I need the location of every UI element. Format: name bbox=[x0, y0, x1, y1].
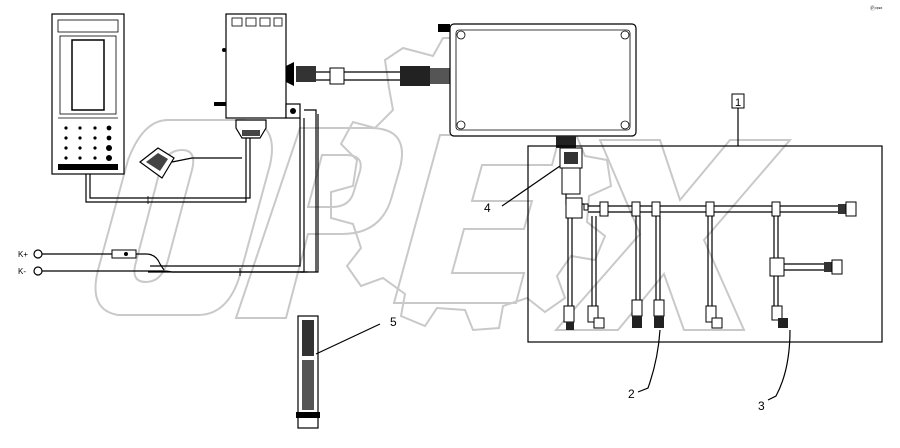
callout-4: 4 bbox=[484, 201, 491, 215]
opex-watermark bbox=[94, 37, 793, 332]
power-leads: K+ K- bbox=[18, 249, 308, 276]
callout-2: 2 bbox=[628, 387, 635, 401]
callout-1: 1 bbox=[735, 97, 741, 109]
serial-plug bbox=[139, 147, 242, 179]
k-plus-terminal bbox=[33, 249, 43, 259]
ecu-box bbox=[438, 23, 637, 148]
ecu-cable bbox=[296, 66, 450, 86]
keypad bbox=[64, 125, 112, 161]
sensor-harness-group bbox=[501, 93, 883, 401]
callout-3: 3 bbox=[758, 399, 765, 413]
callout-5: 5 bbox=[390, 315, 397, 329]
corner-mark: Ⓟᵒᵖᵉˣ bbox=[870, 5, 883, 12]
item-5-sleeve bbox=[296, 315, 381, 429]
k-plus-label: K+ bbox=[18, 250, 28, 259]
control-terminal bbox=[51, 13, 125, 175]
junction-box bbox=[214, 13, 301, 139]
k-minus-terminal bbox=[33, 266, 43, 276]
k-minus-label: K- bbox=[18, 267, 26, 276]
callout-labels: 1 2 3 4 5 bbox=[390, 97, 765, 413]
